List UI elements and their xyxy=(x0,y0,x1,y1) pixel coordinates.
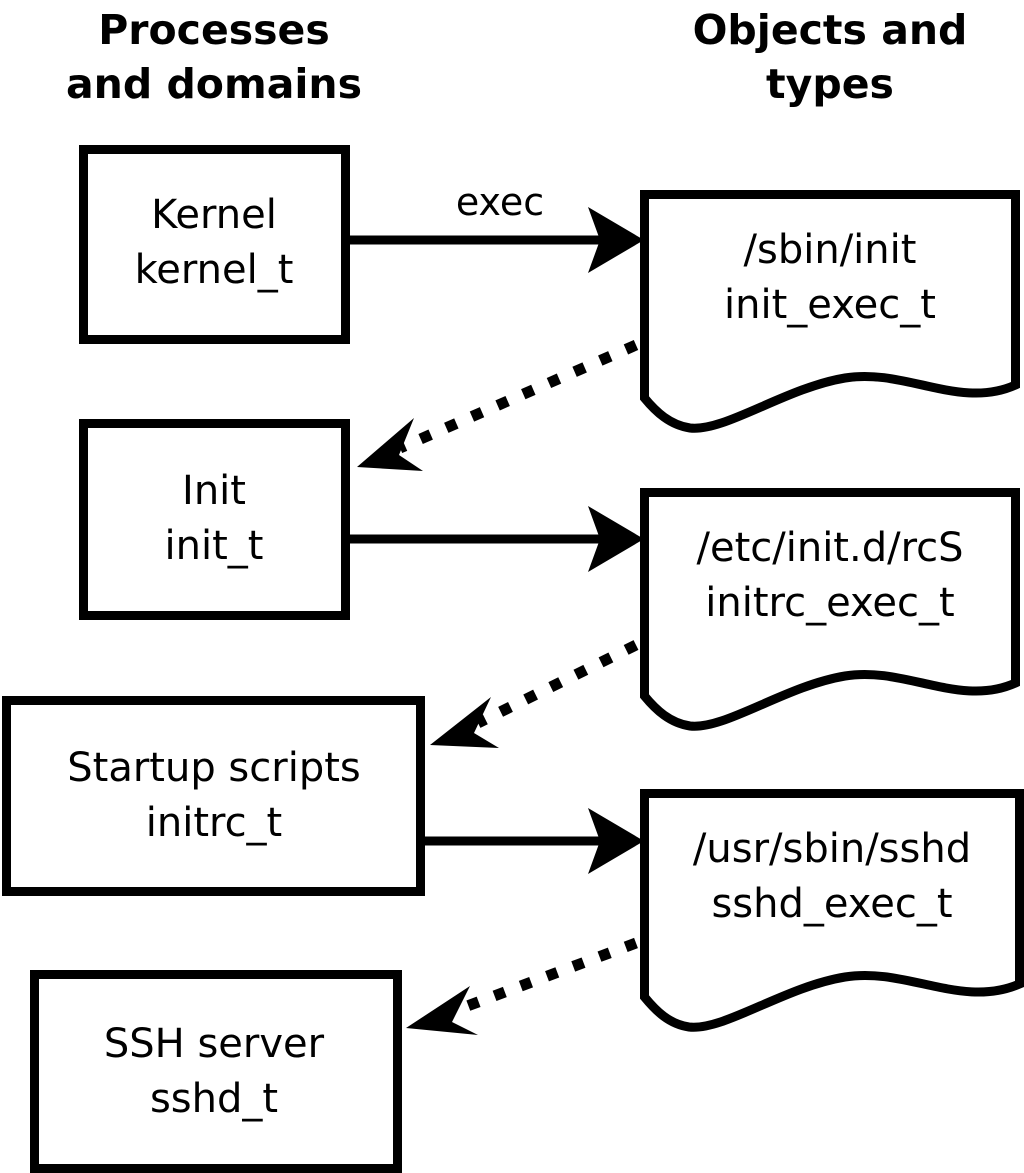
node-sshd-exec-type: sshd_exec_t xyxy=(711,881,952,927)
edge-line-sshd-exec-to-sshd xyxy=(460,937,638,1014)
node-initrc-exec-shape[interactable] xyxy=(640,488,1020,731)
arrowhead-initrc-exec-to-initrc xyxy=(430,697,499,748)
node-kernel-box[interactable] xyxy=(79,145,350,344)
node-init-box[interactable] xyxy=(79,419,350,620)
arrowhead-initrc-exec-sshd xyxy=(588,808,644,874)
node-sshd-exec-label: /usr/sbin/sshd xyxy=(693,826,971,872)
left-column-heading: Processes and domains xyxy=(66,6,362,108)
right-heading-line1: Objects and xyxy=(693,6,968,54)
node-init-label: Init xyxy=(182,468,246,514)
arrowhead-sshd-exec-to-sshd xyxy=(406,986,478,1035)
node-sshd[interactable]: SSH server sshd_t xyxy=(30,970,402,1173)
edge-initrc-exec-sshd xyxy=(425,808,644,874)
node-initrc-type: initrc_t xyxy=(146,800,283,846)
node-init-exec-shape[interactable] xyxy=(640,190,1020,433)
node-sshd-label: SSH server xyxy=(104,1021,325,1067)
node-kernel[interactable]: Kernel kernel_t xyxy=(79,145,350,344)
edge-kernel-exec-init: exec xyxy=(349,180,644,273)
node-initrc-exec-type: initrc_exec_t xyxy=(705,580,954,626)
arrowhead-init-exec-to-init xyxy=(357,418,423,471)
node-init-exec-label: /sbin/init xyxy=(744,227,917,273)
node-initrc-box[interactable] xyxy=(2,696,425,896)
node-sshd-exec-shape[interactable] xyxy=(640,789,1024,1032)
right-heading-line2: types xyxy=(766,60,894,108)
node-kernel-type: kernel_t xyxy=(135,247,294,293)
edge-initrc-exec-to-initrc xyxy=(430,640,639,748)
left-heading-line2: and domains xyxy=(66,60,362,108)
edge-init-exec-initrc xyxy=(349,506,644,572)
node-sshd-type: sshd_t xyxy=(150,1076,278,1122)
edge-line-initrc-exec-to-initrc xyxy=(475,640,639,728)
node-init[interactable]: Init init_t xyxy=(79,419,350,620)
node-init-exec[interactable]: /sbin/init init_exec_t xyxy=(640,190,1020,433)
arrowhead-init-exec-initrc xyxy=(588,506,644,572)
node-initrc-label: Startup scripts xyxy=(67,745,360,791)
left-heading-line1: Processes xyxy=(98,6,330,54)
node-initrc-exec[interactable]: /etc/init.d/rcS initrc_exec_t xyxy=(640,488,1020,731)
right-column-heading: Objects and types xyxy=(693,6,968,108)
node-init-type: init_t xyxy=(165,523,264,569)
arrowhead-kernel-exec-init xyxy=(588,207,644,273)
node-sshd-box[interactable] xyxy=(30,970,402,1173)
node-sshd-exec[interactable]: /usr/sbin/sshd sshd_exec_t xyxy=(640,789,1024,1032)
node-initrc-exec-label: /etc/init.d/rcS xyxy=(696,525,963,571)
node-init-exec-type: init_exec_t xyxy=(724,282,936,328)
node-kernel-label: Kernel xyxy=(151,192,277,238)
edge-line-init-exec-to-init xyxy=(397,339,639,454)
edge-sshd-exec-to-sshd xyxy=(406,937,638,1035)
edge-label-exec: exec xyxy=(456,180,544,224)
node-initrc[interactable]: Startup scripts initrc_t xyxy=(2,696,425,896)
edge-init-exec-to-init xyxy=(357,339,639,471)
